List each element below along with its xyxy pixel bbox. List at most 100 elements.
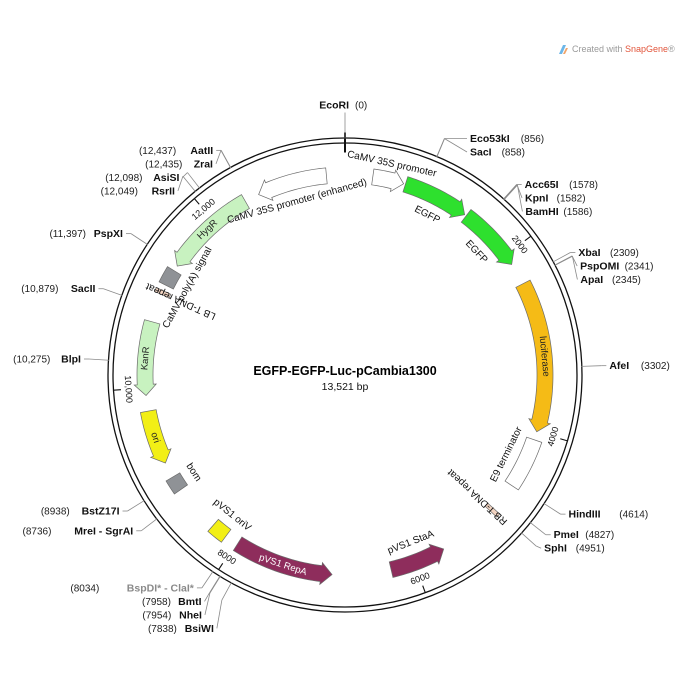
tick-label: 4000 <box>545 426 560 448</box>
site-tick-apai <box>554 255 573 266</box>
site-name: RsrII <box>152 185 175 197</box>
site-tick-nhei <box>209 575 221 594</box>
feature-shape-lbrepeat <box>154 287 172 299</box>
feature-luciferase: luciferase <box>515 279 554 433</box>
brand-suffix: ® <box>668 44 675 54</box>
site-tick-bamhi <box>503 184 518 201</box>
site-tick-blpi <box>88 358 109 361</box>
site-position: (10,275) <box>13 355 50 366</box>
site-tick-bstz17i <box>127 500 145 512</box>
feature-shape-camvpolya <box>158 266 182 290</box>
site-position: (856) <box>521 134 544 145</box>
site-tick-sacii <box>103 288 123 296</box>
tick-label: 10,000 <box>123 375 135 403</box>
feature-shape-bom <box>165 472 189 495</box>
site-acc65i: Acc65I (1578) <box>516 179 598 191</box>
site-tick-aatii <box>220 150 232 169</box>
site-name: PspXI <box>94 228 123 240</box>
site-position: (2341) <box>625 262 654 273</box>
site-leader <box>204 592 211 615</box>
feature-egfp2: EGFP <box>460 208 515 266</box>
site-position: (1586) <box>563 207 592 218</box>
site-afei: AfeI (3302) <box>601 360 670 372</box>
site-leader <box>516 184 523 212</box>
feature-shape-pvs1staa <box>388 543 445 578</box>
site-name: BsiWI <box>185 623 214 635</box>
plasmid-length: 13,521 bp <box>322 381 369 393</box>
feature-label-egfp1: EGFP <box>412 204 442 226</box>
site-hindiii: HindIII (4614) <box>560 509 648 521</box>
feature-shape-camv35senh <box>258 167 328 201</box>
site-position: (858) <box>502 148 525 159</box>
site-apai: ApaI (2345) <box>571 256 641 286</box>
site-position: (8034) <box>70 583 99 594</box>
site-tick-pmei <box>529 521 546 536</box>
site-bstz17i: BstZ17I(8938) <box>41 506 128 518</box>
site-tick-bmti <box>209 575 221 594</box>
site-name: ApaI <box>580 274 603 286</box>
feature-label-bom: bom <box>184 461 204 483</box>
site-eco53ki: Eco53kI(856) <box>444 133 544 145</box>
site-position: (3302) <box>641 361 670 372</box>
feature-label-ori: ori <box>148 431 162 444</box>
feature-bom: bom <box>165 461 204 495</box>
site-name: BamHI <box>525 206 558 218</box>
feature-shape-hygr <box>174 194 250 267</box>
site-position: (12,435) <box>145 159 182 170</box>
plasmid-name: EGFP-EGFP-Luc-pCambia1300 <box>253 364 436 378</box>
site-name: Acc65I <box>525 179 559 191</box>
site-position: (2345) <box>612 275 641 286</box>
site-aatii: AatII(12,437) <box>139 145 222 157</box>
tick-mark <box>524 235 532 242</box>
tick-mark <box>422 585 426 593</box>
site-position: (4614) <box>619 510 648 521</box>
feature-shape-egfp2 <box>460 208 515 265</box>
site-tick-bspdi <box>201 571 214 589</box>
site-tick-kpni <box>503 184 518 200</box>
brand-app: SnapGene <box>625 44 668 54</box>
site-position: (1582) <box>557 193 586 204</box>
restriction-site-layer: EcoRI(0)Eco53kI(856)SacI(858)Acc65I(1578… <box>13 100 670 635</box>
site-name: PspOMI <box>580 261 619 273</box>
site-name: SphI <box>544 543 567 555</box>
site-name: MreI - SgrAI <box>74 525 133 537</box>
site-position: (7954) <box>142 610 171 621</box>
site-name: BlpI <box>61 354 81 366</box>
site-name: NheI <box>179 609 202 621</box>
site-mrei: MreI - SgrAI(8736) <box>23 525 142 537</box>
feature-pvs1oriv: pVS1 oriV <box>207 497 253 543</box>
site-saci: SacI (858) <box>444 138 525 159</box>
site-xbai: XbaI(2309) <box>570 247 639 259</box>
site-name: AatII <box>190 145 213 157</box>
feature-camv35senh: CaMV 35S promoter (enhanced) <box>226 167 368 226</box>
feature-shape-pvs1repa <box>232 536 333 586</box>
site-name: AfeI <box>609 360 629 372</box>
site-name: PmeI <box>554 529 579 541</box>
site-tick-xbai <box>552 252 571 263</box>
site-bsiwi: BsiWI(7838) <box>148 599 223 635</box>
feature-shape-rbrepeat <box>484 502 501 518</box>
snapgene-logo-icon <box>559 45 568 54</box>
site-leader <box>444 138 468 153</box>
site-name: XbaI <box>578 247 600 259</box>
site-position: (12,098) <box>105 173 142 184</box>
site-tick-sphi <box>520 532 537 547</box>
tick-label: 6000 <box>409 570 431 586</box>
brand-prefix: Created with <box>572 44 625 54</box>
site-leader <box>216 599 223 629</box>
feature-pvs1repa: pVS1 RepA <box>232 536 333 586</box>
site-position: (1578) <box>569 180 598 191</box>
site-leader <box>215 150 222 165</box>
site-pmei: PmeI(4827) <box>545 529 614 541</box>
tick-mark <box>193 198 200 205</box>
feature-shape-e9term <box>504 436 543 491</box>
site-name: SacI <box>470 147 492 159</box>
site-pspxi: PspXI(11,397) <box>49 228 131 240</box>
site-tick-asisi <box>187 172 201 189</box>
site-zrai: ZraI(12,435) <box>145 150 222 170</box>
site-name: BstZ17I <box>82 506 120 518</box>
site-tick-bsiwi <box>221 582 232 601</box>
feature-shape-egfp1 <box>402 176 466 219</box>
site-name: HindIII <box>568 509 600 521</box>
site-tick-pspxi <box>130 233 148 245</box>
